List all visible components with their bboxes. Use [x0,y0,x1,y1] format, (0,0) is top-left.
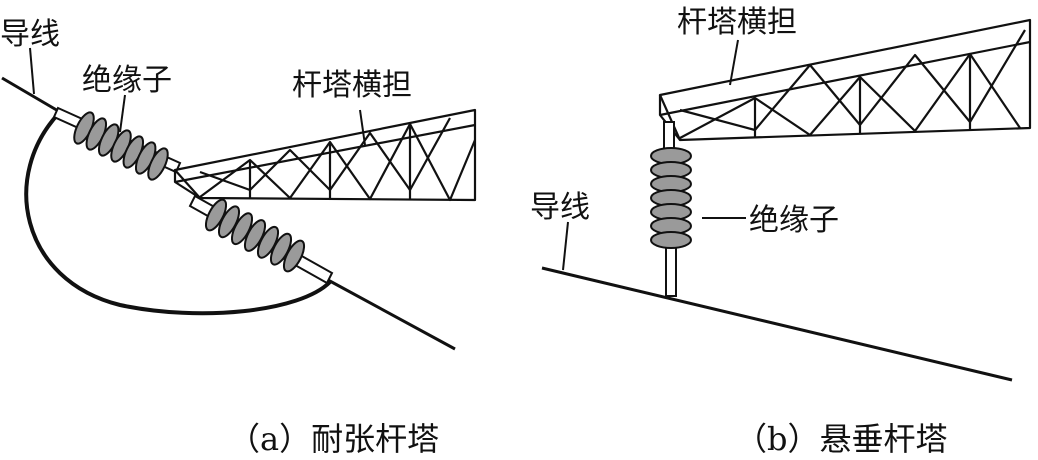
panel-b-insulator [650,121,692,297]
leader-insulator-a [119,94,126,133]
panel-a-conductor-upper [1,76,61,114]
insulator-disc [282,239,306,273]
panel-a-conductor-lower [327,278,456,351]
panel-a-insulator-upper [52,106,182,181]
panel-b-crossarm [658,18,1032,142]
panel-b: 杆塔横担 导线 绝缘子 （b）悬垂杆塔 [530,5,1032,458]
panel-a-crossarm [173,108,477,202]
caption-a: （a）耐张杆塔 [228,420,439,458]
insulator-discs [204,198,306,273]
insulator-disc [147,147,169,181]
panel-a: 导线 绝缘子 杆塔横担 （a）耐张杆塔 [0,17,477,458]
label-insulator-a: 绝缘子 [82,63,172,98]
panel-b-conductor [541,266,1013,382]
leader-conductor-a [29,47,35,95]
panel-a-jumper-loop [24,110,332,316]
label-crossarm-a: 杆塔横担 [292,68,412,103]
label-conductor-a: 导线 [0,17,60,52]
label-insulator-b: 绝缘子 [749,203,839,238]
leader-conductor-b [562,221,569,271]
label-crossarm-b: 杆塔横担 [677,5,797,40]
label-conductor-b: 导线 [530,190,590,225]
insulator-disc [650,231,692,249]
insulator-discs [73,111,169,181]
panel-a-insulator-lower [188,194,334,285]
leader-crossarm-b [729,39,739,86]
leader-crossarm-a [359,109,366,146]
caption-b: （b）悬垂杆塔 [735,420,948,458]
insulator-discs [650,147,692,249]
